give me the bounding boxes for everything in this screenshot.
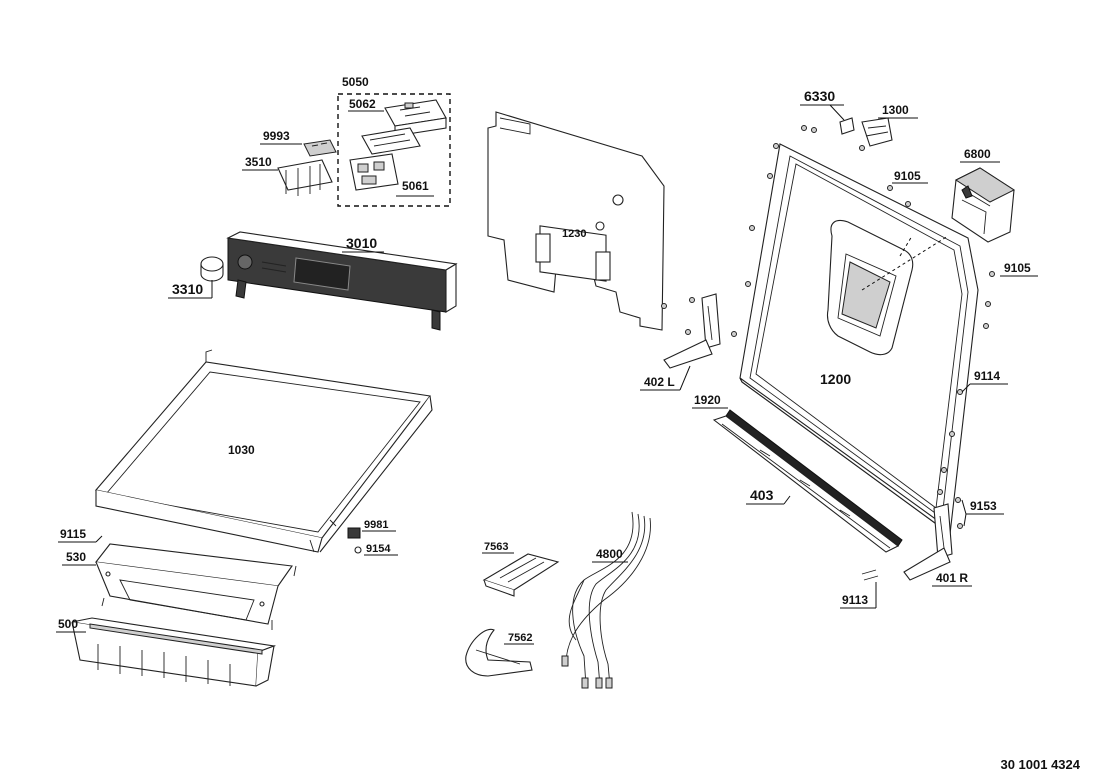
part-7563-board xyxy=(482,553,560,597)
part-9981-sensor xyxy=(347,527,361,539)
label-9114: 9114 xyxy=(974,369,1000,383)
label-403: 403 xyxy=(750,487,774,503)
part-5061-power-board xyxy=(349,153,399,191)
label-1920: 1920 xyxy=(694,393,721,407)
label-9105-right: 9105 xyxy=(1004,261,1031,275)
label-4800: 4800 xyxy=(596,547,623,561)
label-9105-upper: 9105 xyxy=(894,169,921,183)
part-402L-hinge xyxy=(661,293,721,369)
part-5050-board xyxy=(361,127,421,155)
group-5050-outline xyxy=(337,93,451,207)
part-6330-latch xyxy=(839,117,855,135)
part-7562-flat-cable xyxy=(465,628,533,677)
part-6800-dispenser xyxy=(951,167,1016,243)
part-3510-button-set xyxy=(277,159,333,196)
label-402L: 402 L xyxy=(644,375,675,389)
part-9993-display-lens xyxy=(303,139,337,157)
label-6330: 6330 xyxy=(804,88,835,104)
part-4800-wiring-harness xyxy=(561,511,651,689)
door-screws xyxy=(731,125,995,495)
label-1300: 1300 xyxy=(882,103,909,117)
label-1200: 1200 xyxy=(820,371,851,387)
label-1230: 1230 xyxy=(562,228,586,240)
part-401R-hinge xyxy=(903,497,963,581)
label-401R: 401 R xyxy=(936,571,968,585)
part-1230-insulation-panel xyxy=(487,111,665,331)
label-9993: 9993 xyxy=(263,129,290,143)
label-500: 500 xyxy=(58,617,78,631)
label-3510: 3510 xyxy=(245,155,272,169)
label-3310: 3310 xyxy=(172,281,203,297)
part-3010-control-panel xyxy=(226,231,458,331)
label-9981: 9981 xyxy=(364,519,388,531)
label-9115: 9115 xyxy=(60,527,86,541)
part-9113-screws xyxy=(861,569,879,581)
label-7562: 7562 xyxy=(508,632,532,644)
control-module-group: 5050 5062 5061 xyxy=(337,75,451,207)
label-5061: 5061 xyxy=(402,179,429,193)
label-530: 530 xyxy=(66,550,86,564)
label-3010: 3010 xyxy=(346,235,377,251)
part-9154-clip xyxy=(354,546,362,554)
part-403-door-trim xyxy=(712,415,900,553)
part-500-plinth xyxy=(71,617,277,687)
label-9154: 9154 xyxy=(366,543,391,555)
label-9113: 9113 xyxy=(842,593,868,607)
label-9153: 9153 xyxy=(970,499,997,513)
label-6800: 6800 xyxy=(964,147,991,161)
part-1300-door-lock xyxy=(859,117,893,151)
part-1030-base-frame xyxy=(94,349,433,553)
label-5062: 5062 xyxy=(349,97,376,111)
document-number: 30 1001 4324 xyxy=(1000,757,1080,772)
part-3310-knob xyxy=(200,256,224,282)
label-5050: 5050 xyxy=(342,75,369,89)
label-7563: 7563 xyxy=(484,541,508,553)
label-1030: 1030 xyxy=(228,443,255,457)
part-530-plinth-bracket xyxy=(94,543,293,625)
part-1200-outer-door xyxy=(739,143,979,536)
